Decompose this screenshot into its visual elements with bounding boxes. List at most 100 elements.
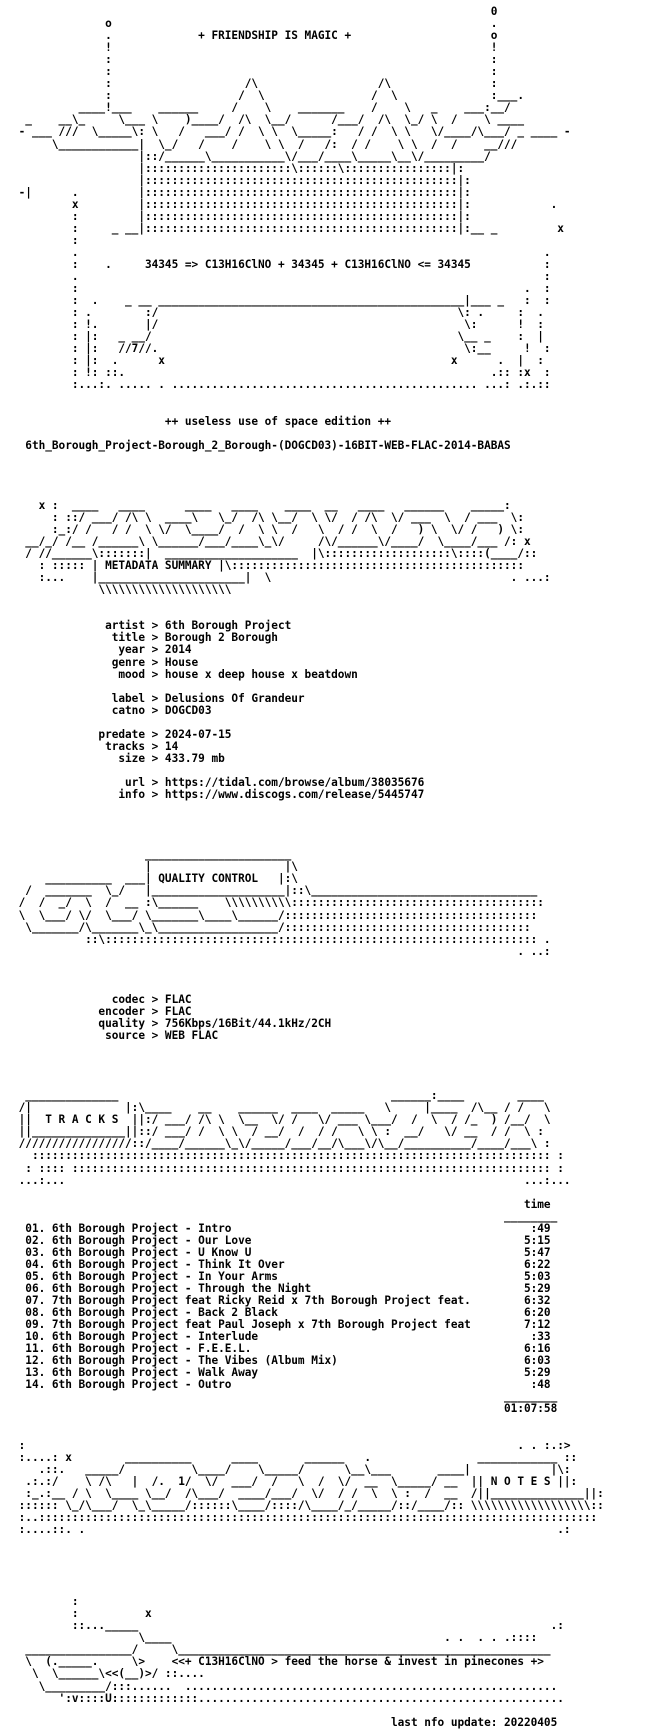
nfo-line: / / _/ \ / __ :\______ \\\\\\\\\\:::::::… (12, 896, 544, 910)
nfo-line: ':v::::U:::::::::::::...................… (12, 1691, 564, 1705)
nfo-line: source > WEB FLAC (12, 1028, 219, 1042)
nfo-line: ________ (12, 1209, 558, 1223)
nfo-line: -| . |::::::::::::::::::::::::::::::::::… (12, 185, 471, 199)
nfo-line: 07. 7th Borough Project feat Ricky Reid … (12, 1294, 551, 1308)
nfo-line: ____!___ ______ / \ _______ / \ _ ___:__… (12, 101, 511, 115)
nfo-line: : . : (12, 282, 551, 296)
nfo-line: : : (12, 53, 498, 67)
nfo-line: : ::/ ___/ /\ \ ____\ \_/ /\ \__/ \ \/ /… (12, 510, 524, 524)
nfo-line: 10. 6th Borough Project - Interlude :33 (12, 1330, 551, 1344)
nfo-line: : x (12, 1607, 152, 1621)
nfo-line: quality > 756Kbps/16Bit/44.1kHz/2CH (12, 1016, 332, 1030)
nfo-line: label > Delusions Of Grandeur (12, 691, 305, 705)
nfo-line: \_______/\_______\_\__________________/:… (12, 920, 531, 934)
nfo-line: : (12, 1595, 79, 1609)
nfo-line: ::::::::::::::::::::::::::::::::::::::::… (12, 1149, 564, 1163)
nfo-line: ! ! (12, 41, 498, 55)
nfo-line (12, 452, 604, 464)
nfo-line: :....: x __________ ____ ______ . ______… (12, 1450, 578, 1464)
nfo-line: : |: . x x . | : (12, 354, 544, 368)
nfo-line: : . . :.:> (12, 1438, 571, 1452)
nfo-line: . + FRIENDSHIP IS MAGIC + o (12, 29, 498, 43)
nfo-line (12, 958, 604, 970)
nfo-line: :... |______________________| \ . ...: (12, 571, 551, 585)
nfo-line: ...:... ...:... (12, 1173, 571, 1187)
nfo-line: . . (12, 245, 551, 259)
nfo-line: 09. 7th Borough Project feat Paul Joseph… (12, 1318, 551, 1332)
nfo-text: 0 o . . + FRIENDSHIP IS MAGIC + o ! (12, 5, 604, 1729)
nfo-line: \____________| \_/ / / \ \ / /: / / \ \ … (12, 137, 518, 151)
nfo-line: ________ (12, 1390, 558, 1404)
nfo-line: . ..: (12, 944, 551, 958)
nfo-line (12, 404, 604, 416)
nfo-line: |::/______\___________\/___/____\_____\_… (12, 149, 491, 163)
nfo-line: |:::::::::::::::::::::::::::::::::::::::… (12, 173, 471, 187)
nfo-line: 13. 6th Borough Project - Walk Away 5:29 (12, 1366, 551, 1380)
nfo-line: :_:/ / / / \ \/ \____/ / \ \ / \ / / \ /… (12, 523, 524, 537)
nfo-line (12, 1054, 604, 1066)
nfo-line: 08. 6th Borough Project - Back 2 Black 6… (12, 1306, 551, 1320)
nfo-line: : / \ / \ :___. (12, 89, 524, 103)
nfo-line: .::. _____/ \____/ \_____/ \__\___ ____|… (12, 1462, 571, 1476)
nfo-line: 14. 6th Borough Project - Outro :48 (12, 1378, 551, 1392)
nfo-line: \____ . . . . .:::: (12, 1631, 538, 1645)
nfo-line (12, 1572, 604, 1584)
nfo-line: : |: //7//. \:__ ! : (12, 342, 551, 356)
nfo-line: 03. 6th Borough Project - U Know U 5:47 (12, 1245, 551, 1259)
nfo-line: /////////////////::/____/______\_\/_____… (12, 1137, 551, 1151)
nfo-line: 06. 6th Borough Project - Through the Ni… (12, 1281, 551, 1295)
nfo-line: : |:::::::::::::::::::::::::::::::::::::… (12, 209, 471, 223)
nfo-line: _ __\_ \___ \ )____/ /\ \__/ /___/ /\ \_… (12, 113, 524, 127)
nfo-line: __/_/ /__ /______\ \______/___/____\_\/ … (12, 535, 531, 549)
nfo-line: catno > DOGCD03 (12, 703, 212, 717)
nfo-line (12, 717, 604, 729)
nfo-line: 0 (12, 5, 498, 18)
nfo-line: 12. 6th Borough Project - The Vibes (Alb… (12, 1354, 551, 1368)
nfo-line (12, 1560, 604, 1572)
nfo-line: encoder > FLAC (12, 1004, 192, 1018)
nfo-line: 11. 6th Borough Project - F.E.E.L. 6:16 (12, 1342, 551, 1356)
nfo-line (12, 681, 604, 693)
nfo-line: tracks > 14 (12, 739, 179, 753)
nfo-line: : _ __|:::::::::::::::::::::::::::::::::… (12, 221, 564, 235)
nfo-line (12, 970, 604, 982)
nfo-line (12, 1042, 604, 1054)
nfo-line: :::::: \_/\___/ \_\_____/::::::\____/:::… (12, 1498, 604, 1512)
nfo-line (12, 596, 604, 608)
nfo-line: 6th_Borough_Project-Borough_2_Borough-(D… (12, 438, 511, 452)
nfo-line: - ___ /// \_____\: \ / ___/ / \ \ \_____… (12, 125, 571, 139)
nfo-line: : ::::: | METADATA SUMMARY |\:::::::::::… (12, 559, 524, 573)
nfo-line: ::\:::::::::::::::::::::::::::::::::::::… (12, 932, 551, 946)
nfo-line: :....::. . .: (12, 1522, 571, 1536)
nfo-line: || T R A C K S ||:/ ___/ /\ \ \__ \/ / \… (12, 1113, 551, 1127)
nfo-line: \\\\\\\\\\\\\\\\\\\\ (12, 583, 232, 597)
nfo-line: __________ ___| QUALITY CONTROL |:\ (12, 872, 298, 886)
nfo-line: :_.:__ / \ \____ \__/ /\___/ ____/___/ \… (12, 1486, 604, 1500)
nfo-line (12, 1428, 604, 1440)
nfo-line: \ \___/ \/ \___/ \_______\____\______/::… (12, 908, 538, 922)
nfo-line (12, 801, 604, 813)
nfo-line: : : (12, 65, 498, 79)
nfo-line: : :::: :::::::::::::::::::::::::::::::::… (12, 1161, 564, 1175)
nfo-line (12, 825, 604, 837)
nfo-line: : /\ /\ : (12, 77, 498, 91)
nfo-line: \ \______\<<(__)>/ ::.... (12, 1667, 205, 1681)
nfo-line (12, 1415, 604, 1427)
nfo-line (12, 1536, 604, 1548)
nfo-line (12, 813, 604, 825)
nfo-line: 05. 6th Borough Project - In Your Arms 5… (12, 1269, 551, 1283)
nfo-line: 01:07:58 (12, 1402, 558, 1416)
nfo-line: / _______ \_/ |____________________|::\_… (12, 884, 538, 898)
nfo-line: genre > House (12, 655, 199, 669)
nfo-line: ________________/ \_____________________… (12, 1643, 551, 1657)
nfo-line (12, 1548, 604, 1560)
nfo-line: : !. |/ \: ! : (12, 318, 544, 332)
nfo-line: ______________________ (12, 848, 292, 862)
nfo-line (12, 464, 604, 476)
nfo-line (12, 1584, 604, 1596)
nfo-line: .:.:/ \ /\ | /. 1/ \/ ___/ / \ / \/ __ \… (12, 1474, 578, 1488)
nfo-line (12, 1187, 604, 1199)
nfo-line: /| |:\____ __ ______ ____ _____ \ |____ … (12, 1101, 551, 1115)
nfo-line: predate > 2024-07-15 (12, 727, 232, 741)
nfo-line: ::..._____ .: (12, 1619, 564, 1633)
